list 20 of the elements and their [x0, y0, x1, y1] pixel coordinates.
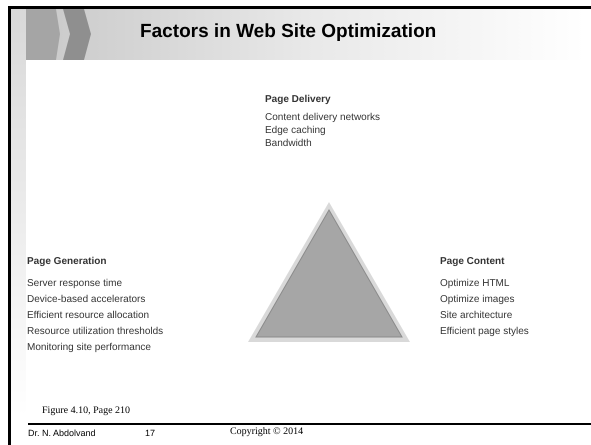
factor-item: Monitoring site performance: [27, 342, 151, 354]
footer-text: 17: [145, 428, 156, 440]
figure-reference: Figure 4.10, Page 210: [42, 405, 130, 418]
figure-reference: Copyright © 2014: [230, 426, 304, 438]
factor-item: Content delivery networks: [265, 112, 380, 124]
factor-item: Bandwidth: [265, 138, 312, 150]
footer-text: Dr. N. Abdolvand: [28, 428, 96, 440]
factor-item: Optimize images: [440, 294, 514, 306]
factor-item: Efficient page styles: [440, 326, 529, 338]
group-heading: Page Delivery: [265, 94, 331, 106]
factor-item: Server response time: [27, 278, 122, 290]
group-heading: Page Generation: [27, 256, 106, 268]
factor-item: Efficient resource allocation: [27, 310, 150, 322]
factor-item: Resource utilization thresholds: [27, 326, 164, 338]
group-heading: Page Content: [440, 256, 504, 268]
factor-item: Site architecture: [440, 310, 512, 322]
factor-item: Edge caching: [265, 125, 326, 138]
factor-item: Optimize HTML: [440, 278, 510, 290]
factor-item: Device-based accelerators: [27, 294, 146, 306]
slide-title: Factors in Web Site Optimization: [140, 20, 436, 44]
